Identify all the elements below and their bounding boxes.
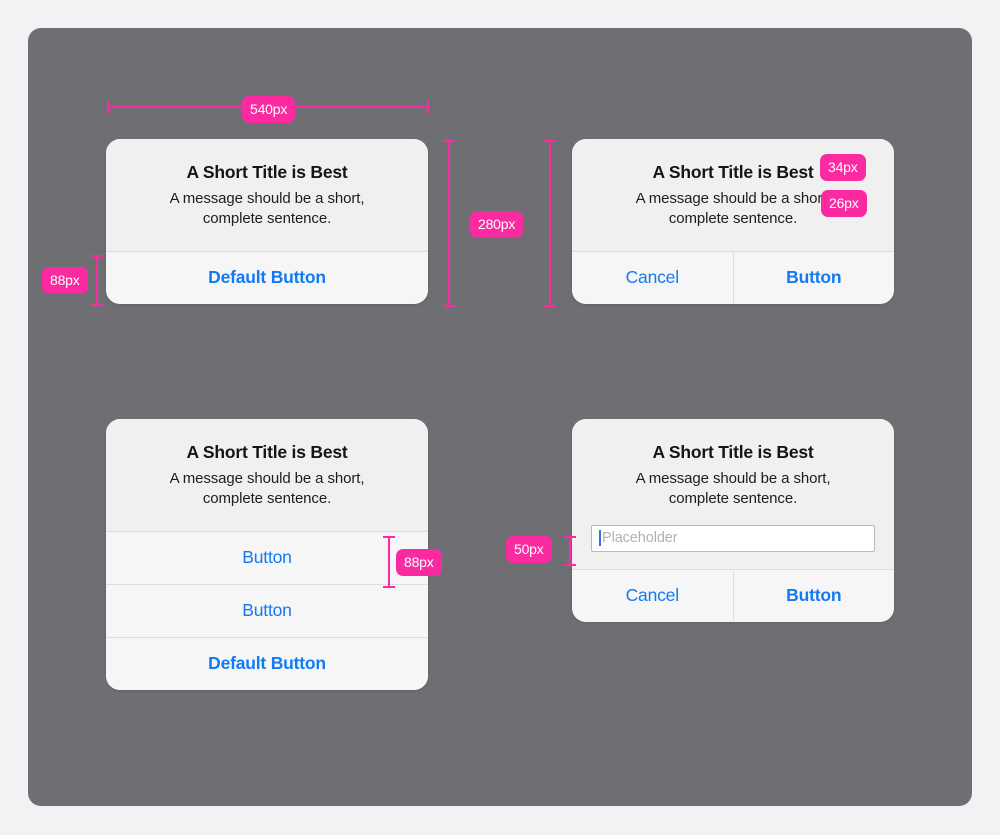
badge-message-size-26: 26px — [821, 190, 867, 217]
badge-height-280: 280px — [470, 211, 524, 238]
alert-button-cancel[interactable]: Cancel — [572, 251, 733, 304]
badge-width-540: 540px — [242, 96, 296, 123]
alert-stacked-buttons: A Short Title is Best A message should b… — [106, 419, 428, 690]
alert-button-confirm[interactable]: Button — [732, 569, 894, 622]
text-input-placeholder: Placeholder — [602, 530, 678, 547]
alert-message: A message should be a short,complete sen… — [635, 469, 831, 507]
alert-button-first[interactable]: Button — [106, 530, 428, 584]
alert-content: A Short Title is Best A message should b… — [572, 139, 894, 251]
ruler-field-height-50 — [564, 536, 576, 566]
alert-button-default[interactable]: Default Button — [106, 636, 428, 690]
ruler-height-280-left — [443, 140, 455, 307]
badge-title-size-34: 34px — [820, 154, 866, 181]
alert-message: A message should be a short,complete sen… — [635, 189, 831, 227]
text-field-wrapper: Placeholder — [572, 524, 894, 569]
alert-button-default[interactable]: Default Button — [106, 251, 428, 304]
alert-content: A Short Title is Best A message should b… — [106, 419, 428, 531]
alert-button-row: Cancel Button — [572, 250, 894, 304]
alert-text-field: A Short Title is Best A message should b… — [572, 419, 894, 622]
ruler-row-height-88 — [383, 536, 395, 588]
alert-title: A Short Title is Best — [186, 442, 348, 462]
text-input[interactable]: Placeholder — [591, 524, 875, 552]
alert-content: A Short Title is Best A message should b… — [106, 139, 428, 251]
alert-button-stack: Button Button Default Button — [106, 530, 428, 690]
badge-button-height-88-left: 88px — [42, 267, 88, 294]
alert-message: A message should be a short,complete sen… — [169, 469, 365, 507]
badge-row-height-88: 88px — [396, 549, 442, 576]
alert-button-row: Default Button — [106, 250, 428, 304]
alert-button-confirm[interactable]: Button — [732, 251, 894, 304]
alert-button-row: Cancel Button — [572, 568, 894, 622]
badge-field-height-50: 50px — [506, 536, 552, 563]
alert-message: A message should be a short,complete sen… — [169, 189, 365, 227]
ruler-height-280-right — [544, 140, 556, 307]
alert-content: A Short Title is Best A message should b… — [572, 419, 894, 525]
alert-title: A Short Title is Best — [186, 162, 348, 182]
alert-button-cancel[interactable]: Cancel — [572, 569, 733, 622]
alert-title: A Short Title is Best — [652, 442, 814, 462]
alert-title: A Short Title is Best — [652, 162, 814, 182]
text-cursor — [599, 530, 601, 547]
alert-button-second[interactable]: Button — [106, 583, 428, 637]
ruler-button-height-88-left — [91, 255, 103, 306]
alert-single-default-button: A Short Title is Best A message should b… — [106, 139, 428, 304]
